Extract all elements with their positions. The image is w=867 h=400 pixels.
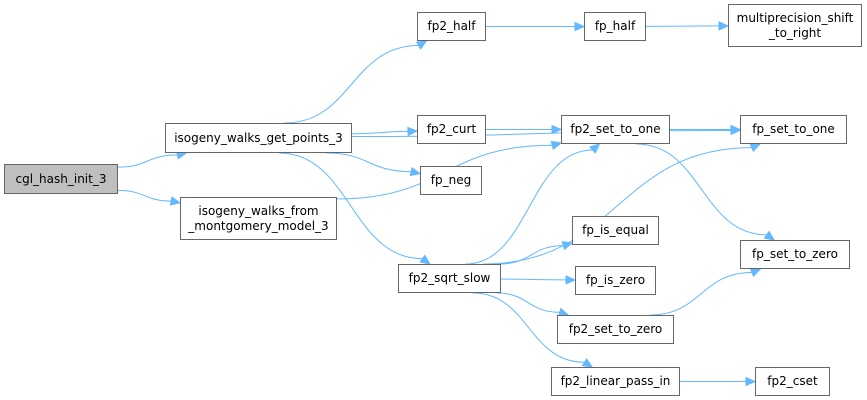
arrowhead-fp2_linear_pass_in <box>581 357 594 368</box>
node-isogeny-walks-from-montgomery-model-3[interactable]: isogeny_walks_from _montgomery_model_3 <box>180 197 337 240</box>
arrowhead-fp2_half <box>415 40 428 50</box>
node-multiprecision-shift-to-right[interactable]: multiprecision_shift _to_right <box>728 4 862 47</box>
edge-isogeny_walks_get_points_3-to-fp2_half <box>284 45 419 124</box>
arrowhead-fp_is_equal <box>561 241 574 251</box>
edge-fp2_sqrt_slow-to-fp2_set_to_zero <box>496 292 560 313</box>
arrowhead-isogeny_walks_from_montgomery_model_3 <box>169 196 182 206</box>
node-fp2-cset[interactable]: fp2_cset <box>755 367 830 396</box>
edge-fp2_sqrt_slow-to-fp2_set_to_one <box>465 149 593 265</box>
edge-isogeny_walks_get_points_3-to-fp2_curt <box>351 130 409 135</box>
arrowhead-fp2_curt <box>407 126 419 137</box>
node-fp2-sqrt-slow[interactable]: fp2_sqrt_slow <box>398 264 501 293</box>
arrowhead-fp2_set_to_one <box>551 124 563 135</box>
node-fp-is-zero[interactable]: fp_is_zero <box>575 266 656 295</box>
node-fp-set-to-zero[interactable]: fp_set_to_zero <box>740 240 850 269</box>
edge-fp2_sqrt_slow-to-fp_set_to_one <box>482 147 752 265</box>
edge-isogeny_walks_get_points_3-to-fp2_sqrt_slow <box>278 152 423 260</box>
arrowhead-fp_set_to_zero <box>763 230 776 241</box>
edge-fp2_sqrt_slow-to-fp_is_equal <box>499 245 564 265</box>
arrowhead-fp_is_zero <box>565 275 577 285</box>
arrowhead-fp2_set_to_one <box>550 140 563 151</box>
edge-fp2_set_to_zero-to-fp_set_to_zero <box>650 271 752 316</box>
arrowhead-fp_set_to_one <box>730 124 742 135</box>
node-fp-half[interactable]: fp_half <box>584 12 646 41</box>
node-fp2-curt[interactable]: fp2_curt <box>417 115 486 144</box>
arrowhead-multiprecision_shift_to_right <box>718 21 730 31</box>
arrowhead-fp_half <box>574 21 586 32</box>
edge-isogeny_walks_get_points_3-to-fp_neg <box>326 152 412 173</box>
arrowhead-fp2_cset <box>745 376 757 387</box>
edge-fp2_sqrt_slow-to-fp2_linear_pass_in <box>472 292 585 363</box>
node-fp2-half[interactable]: fp2_half <box>417 12 486 41</box>
edge-cgl_hash_init_3-to-isogeny_walks_get_points_3 <box>117 154 178 168</box>
node-fp2-linear-pass-in[interactable]: fp2_linear_pass_in <box>551 367 680 396</box>
edge-cgl_hash_init_3-to-isogeny_walks_from_montgomery_model_3 <box>117 189 172 202</box>
arrowhead-fp2_set_to_one <box>589 143 601 154</box>
node-fp-is-equal[interactable]: fp_is_equal <box>572 216 659 245</box>
arrowhead-fp_neg <box>409 166 422 177</box>
node-cgl-hash-init-3: cgl_hash_init_3 <box>4 164 118 194</box>
node-fp2-set-to-zero[interactable]: fp2_set_to_zero <box>557 315 674 344</box>
node-isogeny-walks-get-points-3[interactable]: isogeny_walks_get_points_3 <box>165 123 352 153</box>
node-fp-neg[interactable]: fp_neg <box>420 166 482 195</box>
node-fp-set-to-one[interactable]: fp_set_to_one <box>740 115 847 144</box>
edge-fp2_sqrt_slow-to-fp_is_zero <box>500 278 567 281</box>
edge-fp2_set_to_one-to-fp_set_to_zero <box>636 143 767 236</box>
arrowhead-fp2_sqrt_slow <box>419 254 431 265</box>
node-fp2-set-to-one[interactable]: fp2_set_to_one <box>561 115 670 144</box>
arrowhead-fp_set_to_one <box>749 143 762 153</box>
arrowhead-fp_set_to_zero <box>749 268 762 278</box>
